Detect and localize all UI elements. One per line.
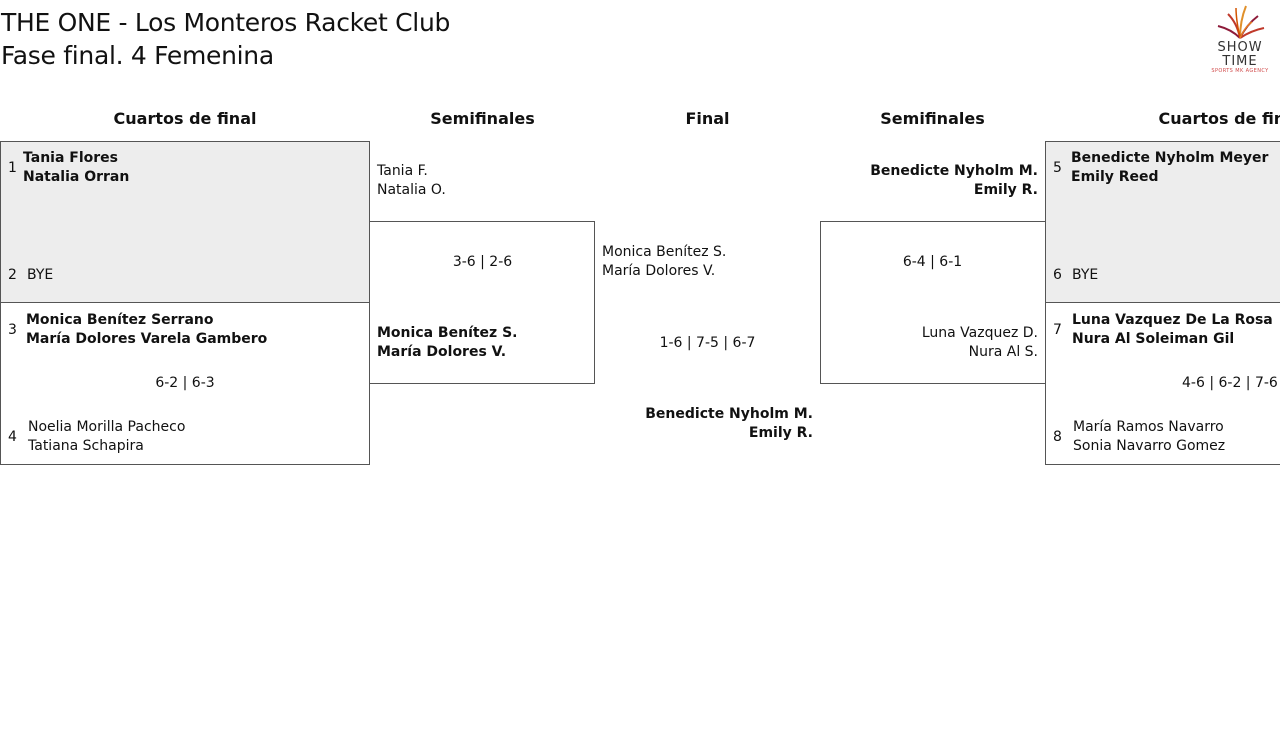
fireworks-icon (1217, 5, 1265, 39)
seed-number: 3 (8, 322, 17, 338)
left-sf-box (369, 221, 595, 384)
right-qf-match2-box (1045, 302, 1280, 465)
player-name: Benedicte Nyholm M. (870, 163, 1038, 179)
player-name: Emily Reed (1071, 169, 1159, 185)
match-score: 4-6 | 6-2 | 7-6 (1182, 375, 1278, 391)
round-header-left-semifinals: Semifinales (430, 109, 535, 128)
player-name: Luna Vazquez D. (921, 325, 1038, 341)
match-score: 3-6 | 2-6 (452, 254, 513, 270)
player-name: Emily R. (748, 425, 813, 441)
logo-subtitle: SPORTS MK AGENCY (1211, 68, 1269, 74)
seed-number: 5 (1053, 160, 1062, 176)
logo-text-time: TIME (1222, 54, 1258, 69)
seed-number: 1 (8, 160, 17, 176)
match-score: 6-4 | 6-1 (902, 254, 963, 270)
bye-label: BYE (1072, 267, 1099, 283)
player-name: Monica Benítez Serrano (26, 312, 214, 328)
seed-number: 8 (1053, 429, 1062, 445)
round-header-final: Final (685, 109, 730, 128)
player-name: Luna Vazquez De La Rosa (1072, 312, 1273, 328)
round-header-right-quarterfinals: Cuartos de final (1158, 109, 1280, 128)
player-name: Monica Benítez S. (602, 244, 727, 260)
player-name: Tania F. (377, 163, 428, 179)
showtime-logo: SHOW TIME SPORTS MK AGENCY (1205, 2, 1275, 80)
player-name: Natalia Orran (23, 169, 130, 185)
player-name: Monica Benítez S. (377, 325, 518, 341)
player-name: Sonia Navarro Gomez (1073, 438, 1226, 454)
player-name: María Dolores V. (602, 263, 716, 279)
seed-number: 7 (1053, 322, 1062, 338)
left-qf-match1-box (0, 141, 370, 303)
player-name: Nura Al S. (968, 344, 1038, 360)
player-name: Benedicte Nyholm M. (645, 406, 813, 422)
page-title: THE ONE - Los Monteros Racket Club (1, 8, 451, 37)
player-name: Noelia Morilla Pacheco (28, 419, 186, 435)
player-name: Tania Flores (23, 150, 118, 166)
player-name: María Ramos Navarro (1073, 419, 1224, 435)
round-header-left-quarterfinals: Cuartos de final (113, 109, 257, 128)
match-score: 6-2 | 6-3 (155, 375, 215, 391)
player-name: María Dolores Varela Gambero (26, 331, 268, 347)
seed-number: 6 (1053, 267, 1062, 283)
bye-label: BYE (27, 267, 54, 283)
logo-text-show: SHOW (1217, 40, 1263, 55)
player-name: Nura Al Soleiman Gil (1072, 331, 1235, 347)
match-score: 1-6 | 7-5 | 6-7 (659, 335, 756, 351)
round-header-right-semifinals: Semifinales (880, 109, 985, 128)
right-qf-match1-box (1045, 141, 1280, 303)
seed-number: 2 (8, 267, 17, 283)
seed-number: 4 (8, 429, 17, 445)
player-name: María Dolores V. (377, 344, 507, 360)
player-name: Tatiana Schapira (28, 438, 144, 454)
player-name: Natalia O. (377, 182, 446, 198)
player-name: Emily R. (973, 182, 1038, 198)
player-name: Benedicte Nyholm Meyer (1071, 150, 1269, 166)
page-subtitle: Fase final. 4 Femenina (1, 41, 274, 70)
